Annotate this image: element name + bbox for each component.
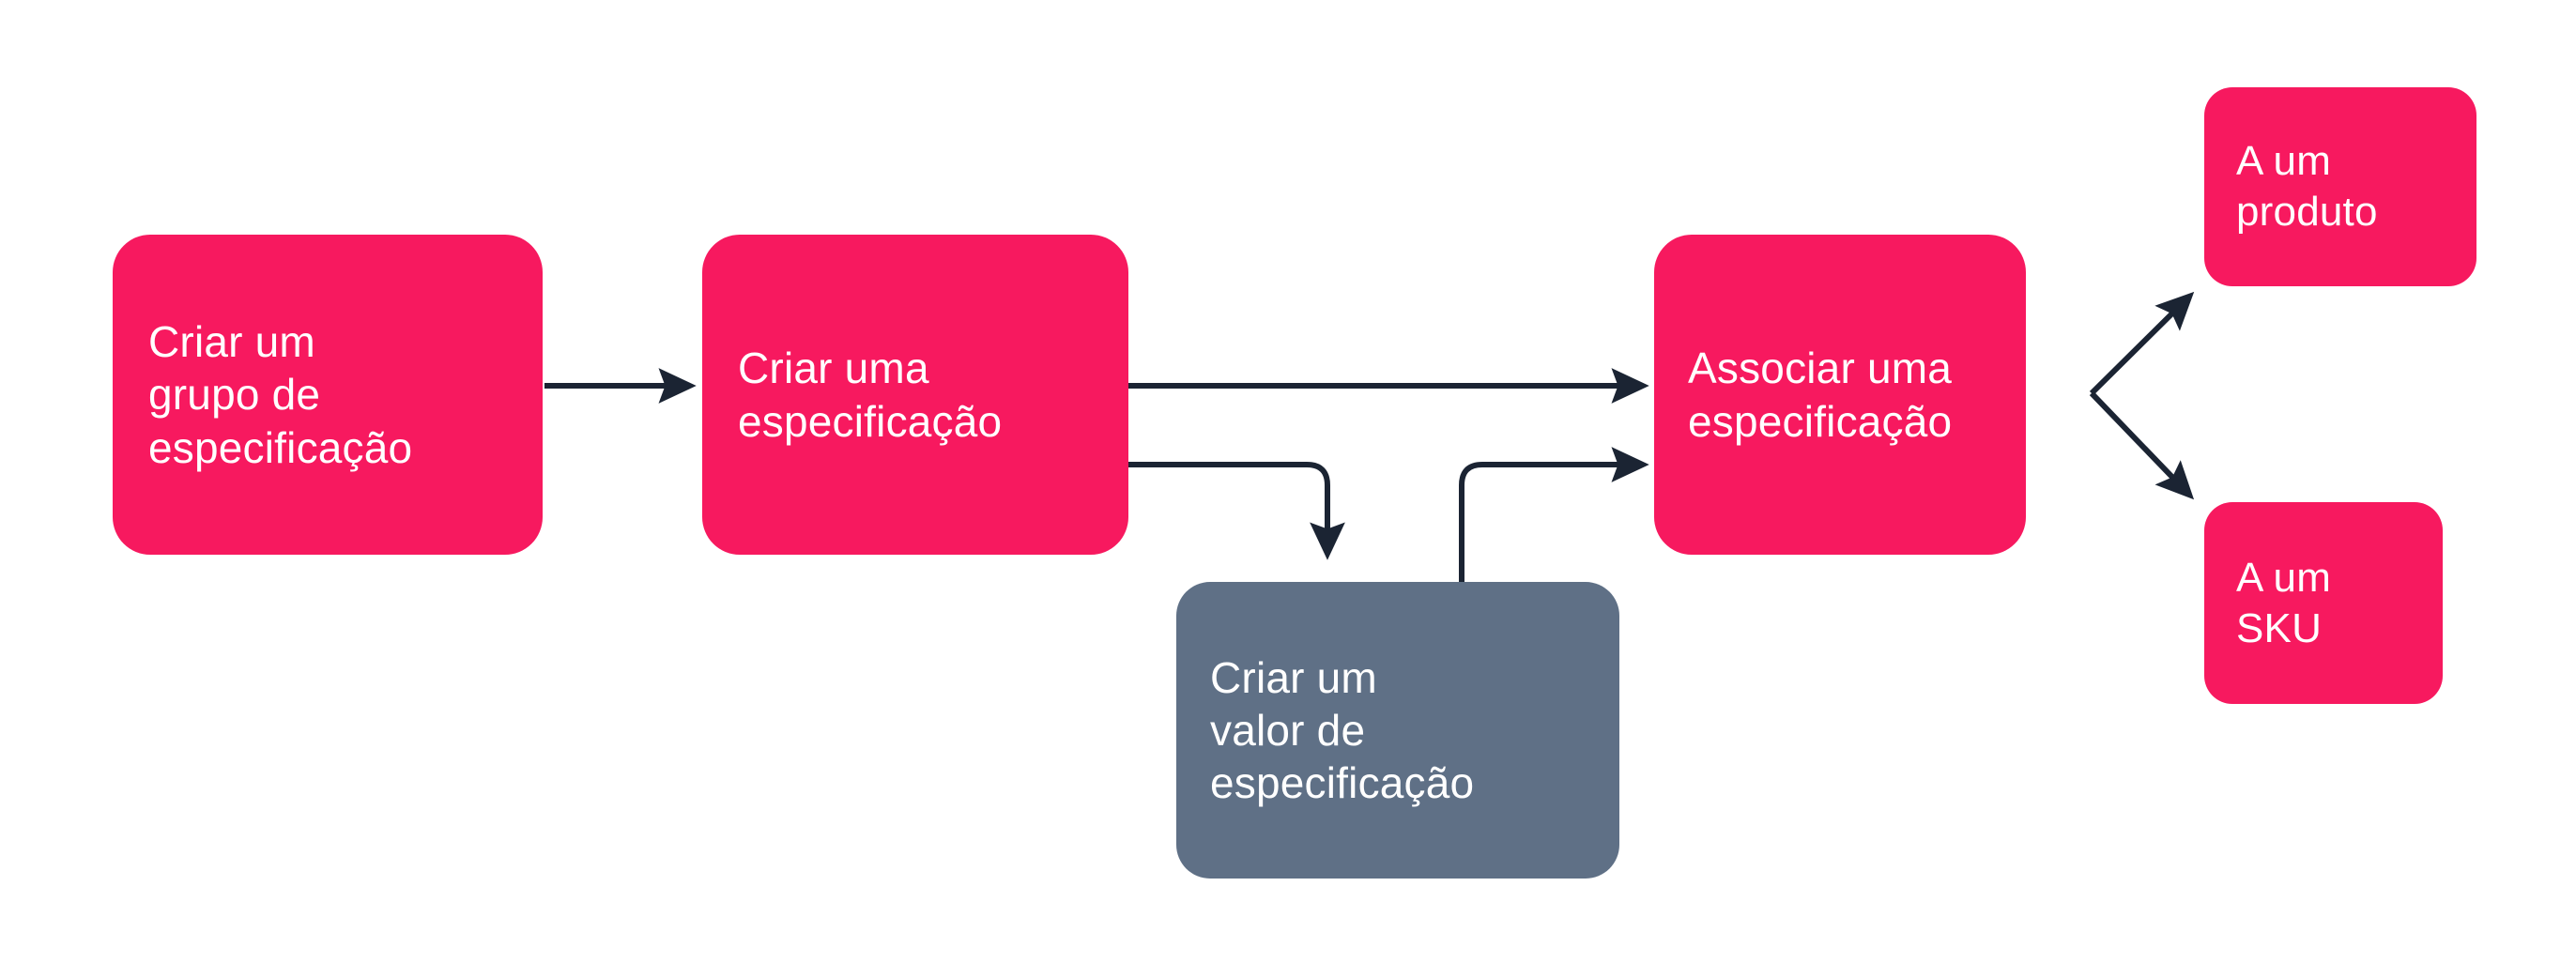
edge-associar-to-produto [2089, 291, 2195, 396]
edge-associar-to-sku [2089, 390, 2195, 500]
node-a-um-produto[interactable]: A um produto [2204, 87, 2476, 286]
edge-especificacao-to-valor [1128, 462, 1345, 560]
node-criar-uma-especificacao[interactable]: Criar uma especificação [702, 235, 1128, 555]
node-label: Criar um grupo de especificação [148, 317, 413, 472]
edge-valor-to-associar [1459, 447, 1649, 584]
node-criar-grupo-de-especificacao[interactable]: Criar um grupo de especificação [113, 235, 543, 555]
node-label: Criar uma especificação [738, 344, 1003, 446]
node-a-um-sku[interactable]: A um SKU [2204, 502, 2443, 704]
node-label: Associar uma especificação [1688, 344, 1953, 446]
node-criar-um-valor-de-especificacao[interactable]: Criar um valor de especificação [1176, 582, 1619, 879]
node-label: Criar um valor de especificação [1210, 652, 1475, 808]
node-label: A um produto [2236, 138, 2378, 235]
node-label: A um SKU [2236, 554, 2332, 651]
node-associar-uma-especificacao[interactable]: Associar uma especificação [1654, 235, 2026, 555]
